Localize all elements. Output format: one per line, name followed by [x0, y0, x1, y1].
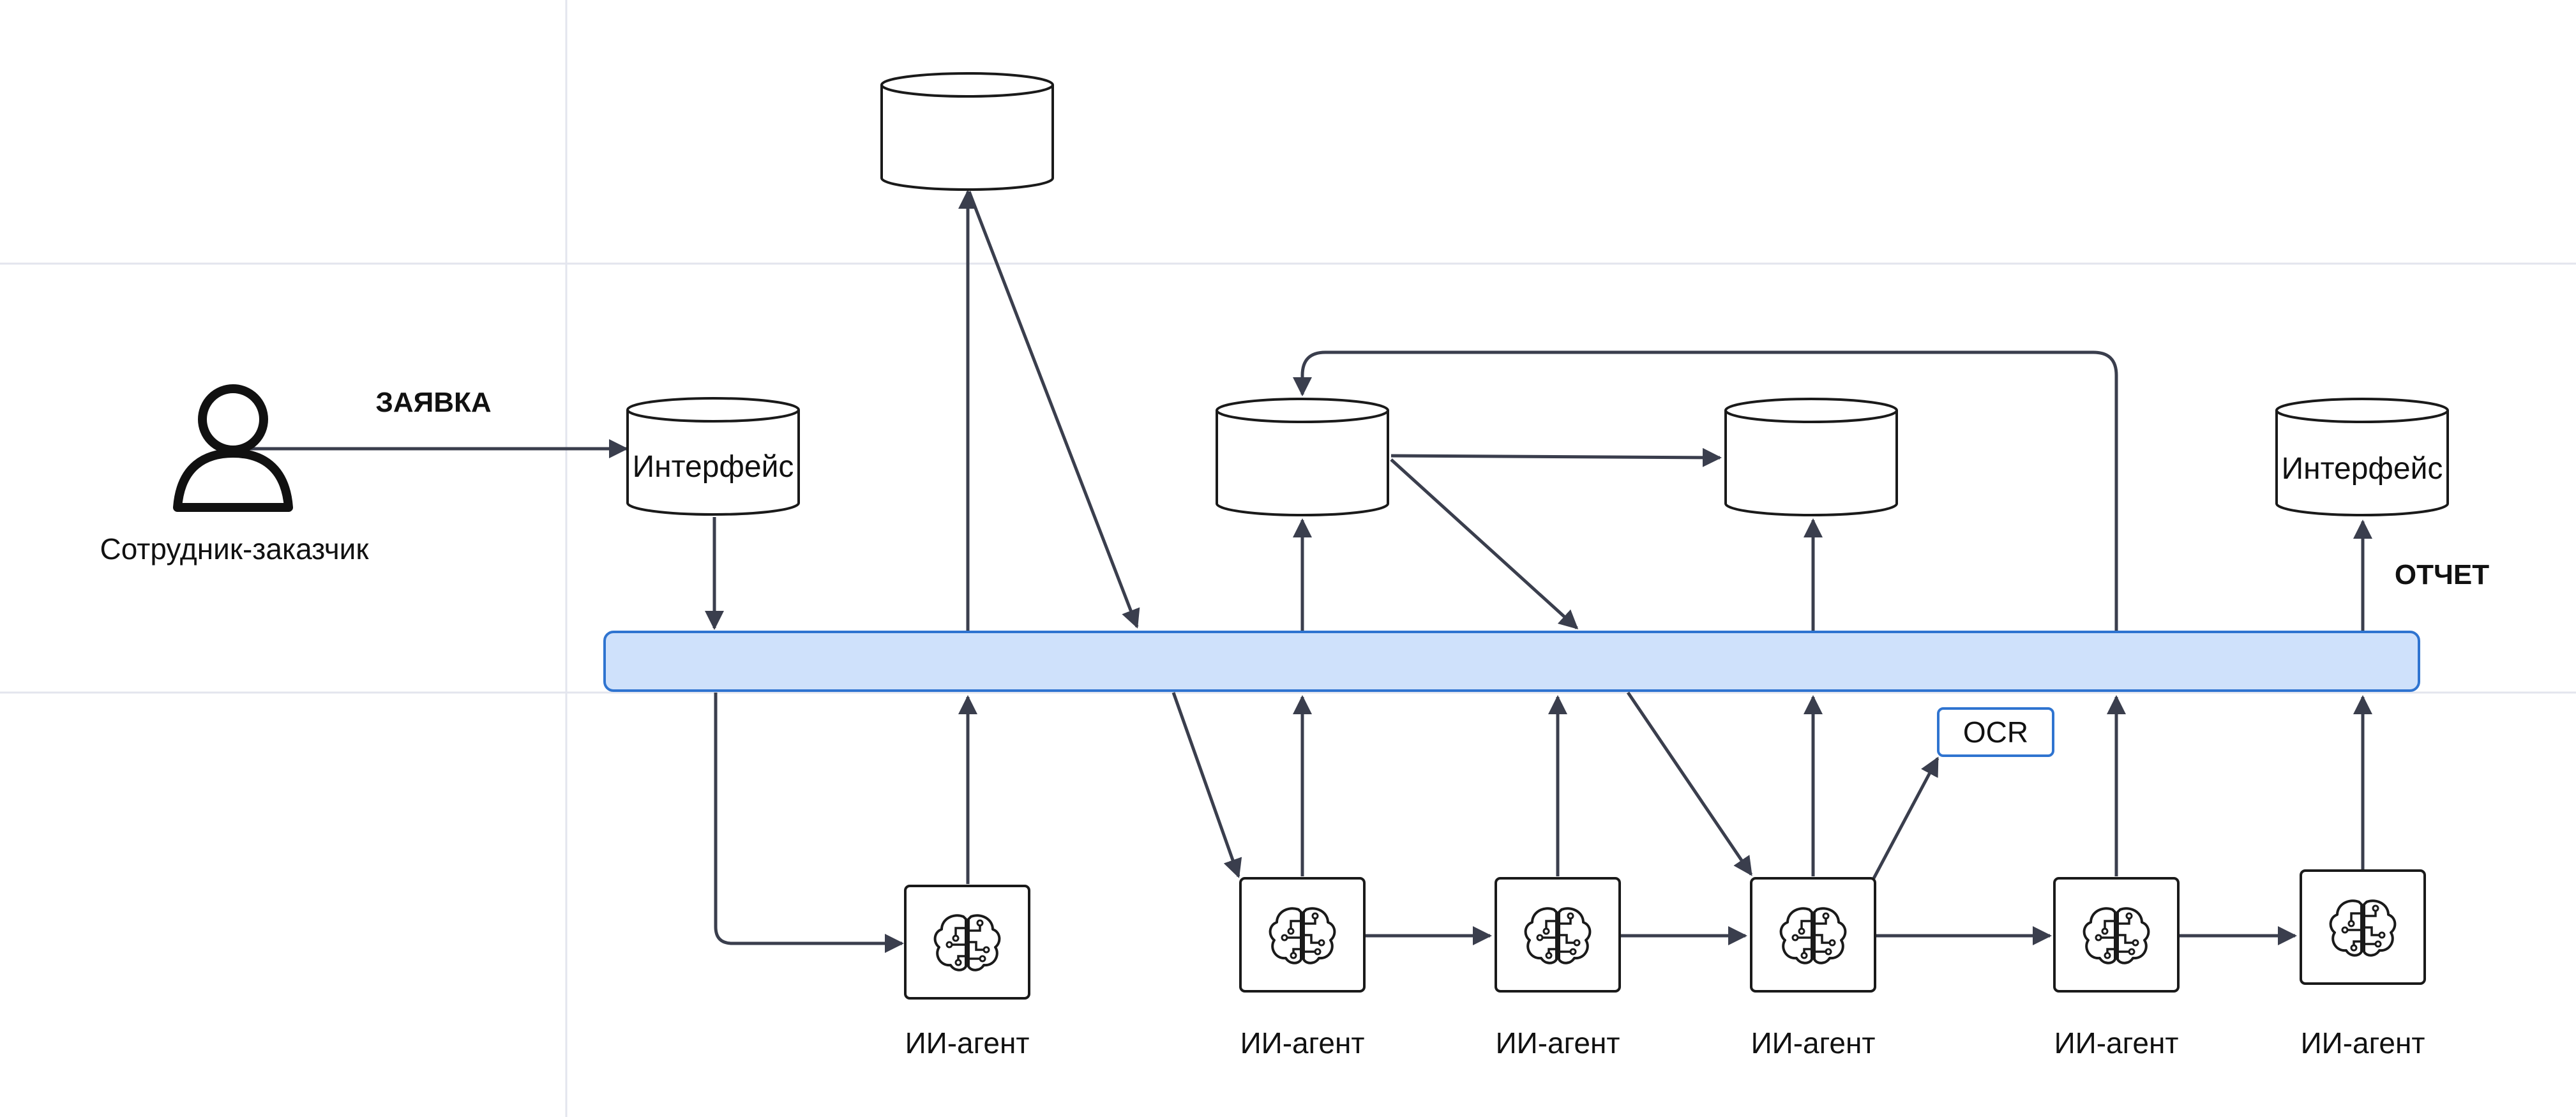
db2-to-bus-arrow — [1390, 458, 1579, 630]
agent-5-label: ИИ-агент — [2054, 1026, 2179, 1060]
agent-4-label: ИИ-агент — [1751, 1026, 1876, 1060]
ocr-box[interactable]: OCR — [1937, 707, 2054, 757]
bus-to-db2-loop-arrow — [1293, 350, 2118, 631]
message-bus[interactable] — [603, 631, 2420, 692]
bus-to-agent1-arrow — [714, 693, 904, 953]
request-label: ЗАЯВКА — [375, 387, 491, 418]
agent-4[interactable] — [1750, 877, 1876, 993]
agent-1[interactable] — [904, 885, 1030, 1000]
agent-6[interactable] — [2300, 869, 2426, 985]
actor-label: Сотрудник-заказчик — [100, 532, 369, 566]
agent-3[interactable] — [1495, 877, 1621, 993]
report-label: ОТЧЕТ — [2395, 559, 2489, 590]
interface-input-label: Интерфейс — [633, 450, 794, 484]
agent-2-label: ИИ-агент — [1240, 1026, 1365, 1060]
top-db-to-bus-arrow — [967, 191, 1140, 629]
interface-output-label: Интерфейс — [2282, 452, 2443, 486]
interface-input-database[interactable]: Интерфейс — [626, 397, 800, 516]
database-top[interactable] — [880, 72, 1054, 191]
agent-5[interactable] — [2053, 877, 2180, 993]
bus-to-agent4-arrow — [1626, 691, 1753, 876]
agent-6-label: ИИ-агент — [2301, 1026, 2425, 1060]
agent-3-label: ИИ-агент — [1496, 1026, 1620, 1060]
person-icon — [173, 384, 293, 512]
database-middle-left[interactable] — [1216, 398, 1389, 516]
agent-2[interactable] — [1239, 877, 1366, 993]
database-middle-right[interactable] — [1724, 398, 1898, 516]
db2-to-db3-arrow — [1390, 447, 1722, 467]
ocr-label: OCR — [1963, 716, 2028, 749]
connectors — [246, 190, 2372, 953]
agent4-to-ocr-arrow — [1872, 756, 1940, 880]
interface-output-database[interactable]: Интерфейс — [2275, 398, 2449, 516]
agent-1-label: ИИ-агент — [905, 1026, 1030, 1060]
bus-to-agent2-arrow — [1171, 692, 1242, 878]
